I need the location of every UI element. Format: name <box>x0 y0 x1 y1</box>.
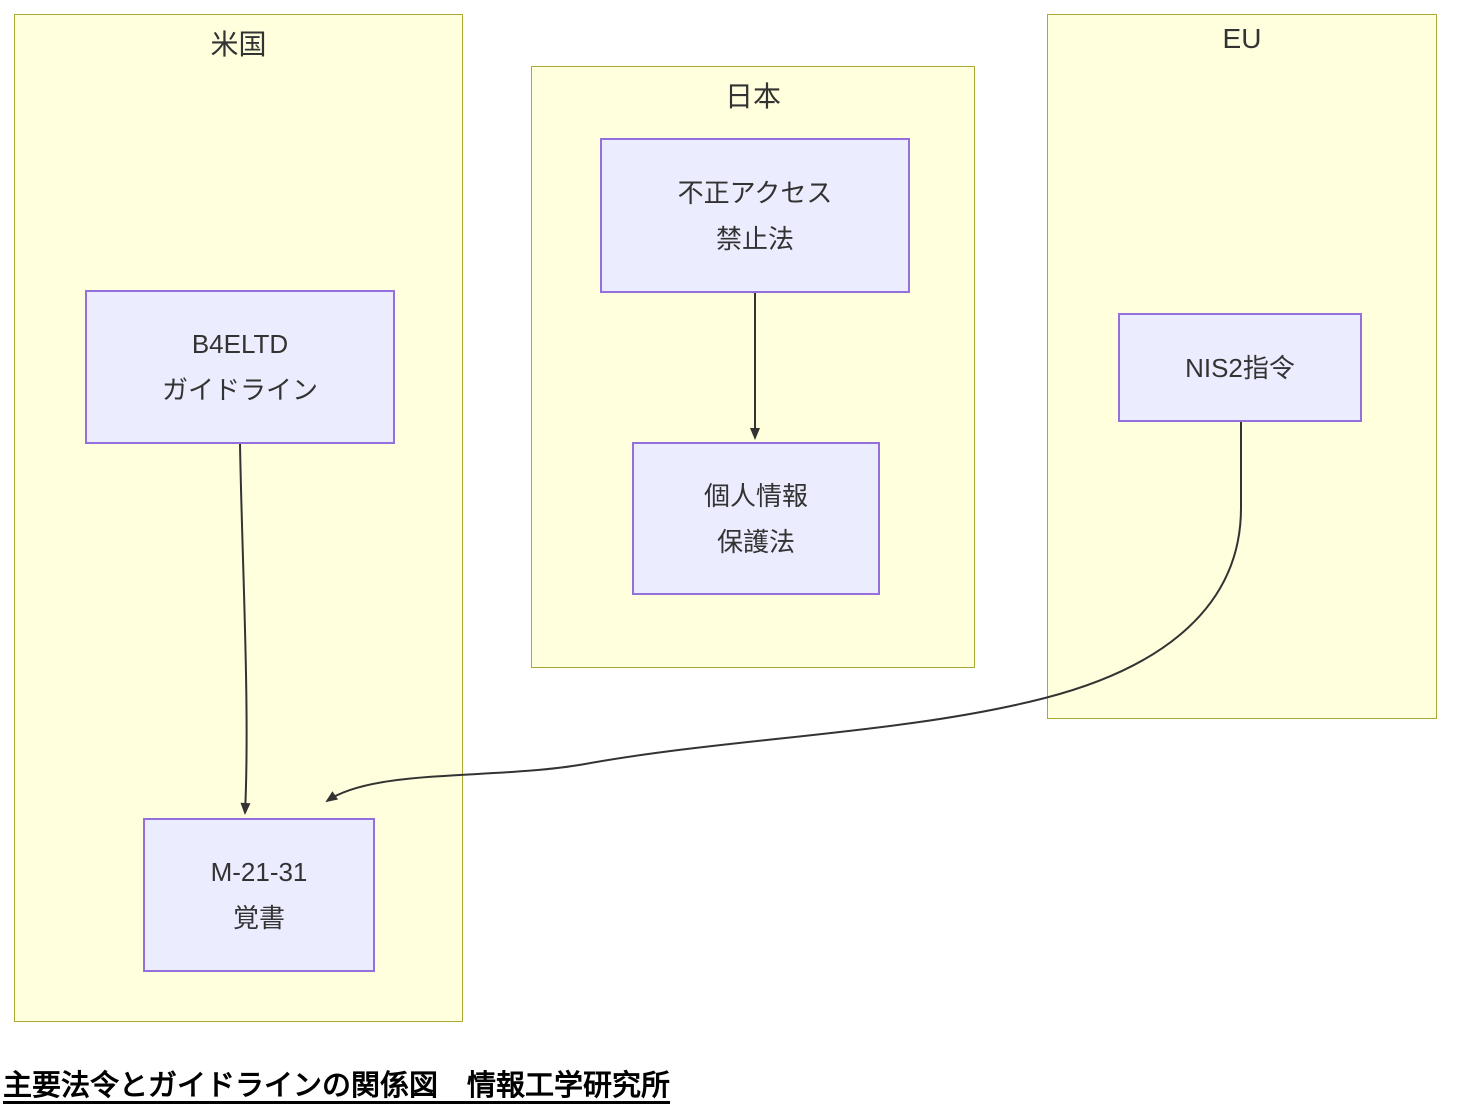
cluster-japan-label: 日本 <box>724 81 781 112</box>
node-fusei-line2: 禁止法 <box>715 223 794 254</box>
node-b4eltd-line1: B4ELTD <box>191 329 289 359</box>
node-fusei-line1: 不正アクセス <box>677 177 833 208</box>
node-kojin-line2: 保護法 <box>716 526 795 557</box>
node-b4eltd-guideline: B4ELTD ガイドライン <box>85 290 395 444</box>
node-nis2-directive: NIS2指令 <box>1118 313 1362 422</box>
node-personal-info-protection-law: 個人情報 保護法 <box>632 442 880 595</box>
node-b4eltd-line2: ガイドライン <box>161 375 318 405</box>
node-unauthorized-access-law: 不正アクセス 禁止法 <box>600 138 910 293</box>
node-nis2-line1: NIS2指令 <box>1185 352 1295 383</box>
cluster-us-label: 米国 <box>210 29 267 60</box>
node-kojin-line1: 個人情報 <box>703 480 808 511</box>
edge-b4eltd-to-m2131 <box>239 443 251 815</box>
node-m2131-line1: M-21-31 <box>210 857 308 887</box>
node-m-21-31-memo: M-21-31 覚書 <box>143 818 375 972</box>
edge-nis2-to-m2131 <box>325 422 1242 803</box>
cluster-eu-label: EU <box>1222 23 1262 54</box>
node-m2131-line2: 覚書 <box>232 903 285 933</box>
diagram-caption: 主要法令とガイドラインの関係図 情報工学研究所 <box>3 1070 671 1102</box>
